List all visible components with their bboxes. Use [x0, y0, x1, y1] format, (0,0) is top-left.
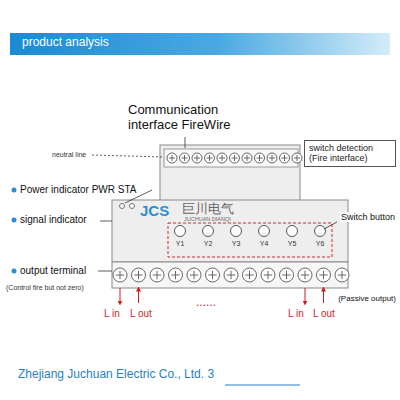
switch-button	[231, 226, 242, 237]
bottom-terminal-strip	[112, 262, 348, 288]
terminal-screw	[242, 153, 252, 163]
button-label: Y4	[260, 240, 269, 248]
callout-label: neutral line	[52, 151, 86, 159]
terminal-screw	[167, 153, 177, 163]
terminal-screw	[255, 153, 265, 163]
callout-label: Power indicator PWR STA	[20, 184, 137, 196]
leader-lines	[92, 137, 337, 271]
terminal-screw	[113, 268, 127, 282]
callout-text: switch detection (Fire interface)	[309, 143, 391, 164]
logo-mark: JCS	[140, 202, 169, 219]
indicator-led	[130, 204, 135, 209]
terminal-label: L in	[288, 308, 304, 320]
ellipsis-mark: ......	[196, 296, 216, 310]
terminal-label: L out	[130, 308, 152, 320]
terminal-screw	[280, 268, 294, 282]
terminal-screw	[205, 153, 215, 163]
switch-button	[259, 226, 270, 237]
button-label: Y6	[316, 240, 325, 248]
terminal-screw	[335, 268, 349, 282]
button-frame	[168, 223, 332, 257]
terminal-screw	[267, 153, 277, 163]
terminal-screw	[180, 153, 190, 163]
terminal-label: L out	[313, 308, 335, 320]
callout-label: output terminal	[20, 265, 86, 277]
output-wires	[120, 288, 324, 303]
switch-button	[175, 226, 186, 237]
terminal-screw	[187, 268, 201, 282]
terminal-screw	[292, 153, 302, 163]
button-label: Y5	[288, 240, 297, 248]
switch-button	[287, 226, 298, 237]
terminal-label: L in	[104, 308, 120, 320]
note-label: (Control fire but not zero)	[6, 284, 84, 292]
callout-box: switch detection (Fire interface)	[304, 140, 396, 167]
button-label: Y2	[204, 240, 213, 248]
terminal-screw	[150, 268, 164, 282]
note-label: (Passive output)	[338, 294, 396, 303]
terminal-screw	[317, 268, 331, 282]
device-body	[112, 200, 348, 262]
indicator-led	[120, 204, 125, 209]
bullet-dots	[12, 188, 17, 274]
header-title: product analysis	[22, 36, 109, 50]
terminal-screw	[261, 268, 275, 282]
switch-button	[203, 226, 214, 237]
device-top	[160, 145, 300, 201]
terminal-screw	[280, 153, 290, 163]
callout-label: Communication interface FireWire	[128, 103, 263, 133]
company-caption: Zhejiang Juchuan Electric Co., Ltd. 3	[18, 368, 214, 382]
terminal-screw	[169, 268, 183, 282]
top-terminal-strip	[164, 149, 298, 167]
header-band	[10, 33, 390, 55]
switch-button	[315, 226, 326, 237]
button-label: Y3	[232, 240, 241, 248]
terminal-screw	[132, 268, 146, 282]
logo-text: 巨川电气	[182, 202, 234, 217]
terminal-screw	[192, 153, 202, 163]
terminal-screw	[298, 268, 312, 282]
terminal-screw	[206, 268, 220, 282]
terminal-screw	[217, 153, 227, 163]
terminal-screw	[243, 268, 257, 282]
callout-label: signal indicator	[20, 214, 87, 226]
footer-rule	[225, 385, 300, 386]
terminal-screw	[230, 153, 240, 163]
terminal-screw	[224, 268, 238, 282]
callout-label: Switch button	[340, 212, 396, 222]
button-label: Y1	[176, 240, 185, 248]
logo-text: JUCHUAN DIANQI	[184, 216, 231, 222]
